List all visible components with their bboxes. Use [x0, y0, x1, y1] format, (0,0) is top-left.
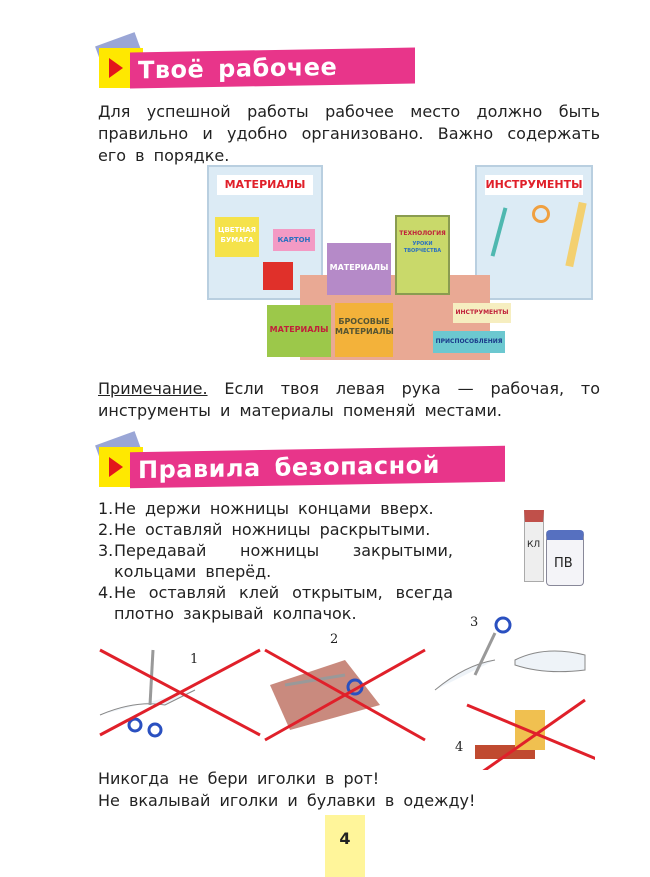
- box-devices: ПРИСПОСОБЛЕНИЯ: [433, 331, 505, 353]
- safety-rules-list: 1.Не держи ножницы концами вверх. 2.Не о…: [98, 498, 453, 624]
- triangle-marker-icon: [109, 58, 123, 78]
- figure-number: 2: [330, 632, 339, 647]
- textbook: ТЕХНОЛОГИЯ УРОКИ ТВОРЧЕСТВА: [395, 215, 450, 295]
- figure-number: 1: [190, 652, 199, 667]
- poster-tools: ИНСТРУМЕНТЫ: [475, 165, 593, 300]
- list-item: 3.Передавай ножницы закрытыми, кольцами …: [98, 541, 453, 581]
- figure-number: 3: [470, 615, 479, 630]
- box-tools: ИНСТРУМЕНТЫ: [453, 303, 511, 323]
- note-paragraph: Примечание. Если твоя левая рука — рабоч…: [98, 378, 600, 422]
- list-item: 4.Не оставляй клей открытым, всегда плот…: [98, 583, 453, 623]
- folder-waste-materials: БРОСОВЫЕ МАТЕРИАЛЫ: [335, 303, 394, 357]
- triangle-marker-icon: [109, 457, 123, 477]
- workplace-illustration: МАТЕРИАЛЫ ЦВЕТНАЯ БУМАГА КАРТОН ИНСТРУМЕ…: [205, 163, 600, 363]
- intro-paragraph: Для успешной работы рабочее место должно…: [98, 102, 600, 165]
- section-title: Правила безопасной работы: [130, 445, 505, 520]
- folder-materials: МАТЕРИАЛЫ: [267, 305, 331, 357]
- poster-materials: МАТЕРИАЛЫ ЦВЕТНАЯ БУМАГА КАРТОН: [207, 165, 323, 300]
- figure-number: 4: [455, 740, 464, 755]
- warning-needles-mouth: Никогда не бери иголки в рот!: [98, 769, 380, 788]
- cross-mark-icon: [99, 648, 595, 770]
- scissors-handover: [434, 616, 586, 691]
- scissors-illustrations: [99, 616, 595, 770]
- section-title: Твоё рабочее место: [130, 47, 415, 120]
- warning-needles-clothes: Не вкалывай иголки и булавки в одежду!: [98, 791, 476, 810]
- note-text: Если твоя левая рука — рабочая, то инстр…: [98, 379, 600, 420]
- glue-illustration: КЛ ПВ: [520, 508, 590, 590]
- folder-materials-2: МАТЕРИАЛЫ: [327, 243, 391, 295]
- page-number: 4: [325, 815, 365, 877]
- scissors-open-on-table: [270, 660, 380, 730]
- note-label: Примечание.: [98, 379, 208, 398]
- list-item: 2.Не оставляй ножницы раскрытыми.: [98, 520, 431, 539]
- list-item: 1.Не держи ножницы концами вверх.: [98, 499, 434, 518]
